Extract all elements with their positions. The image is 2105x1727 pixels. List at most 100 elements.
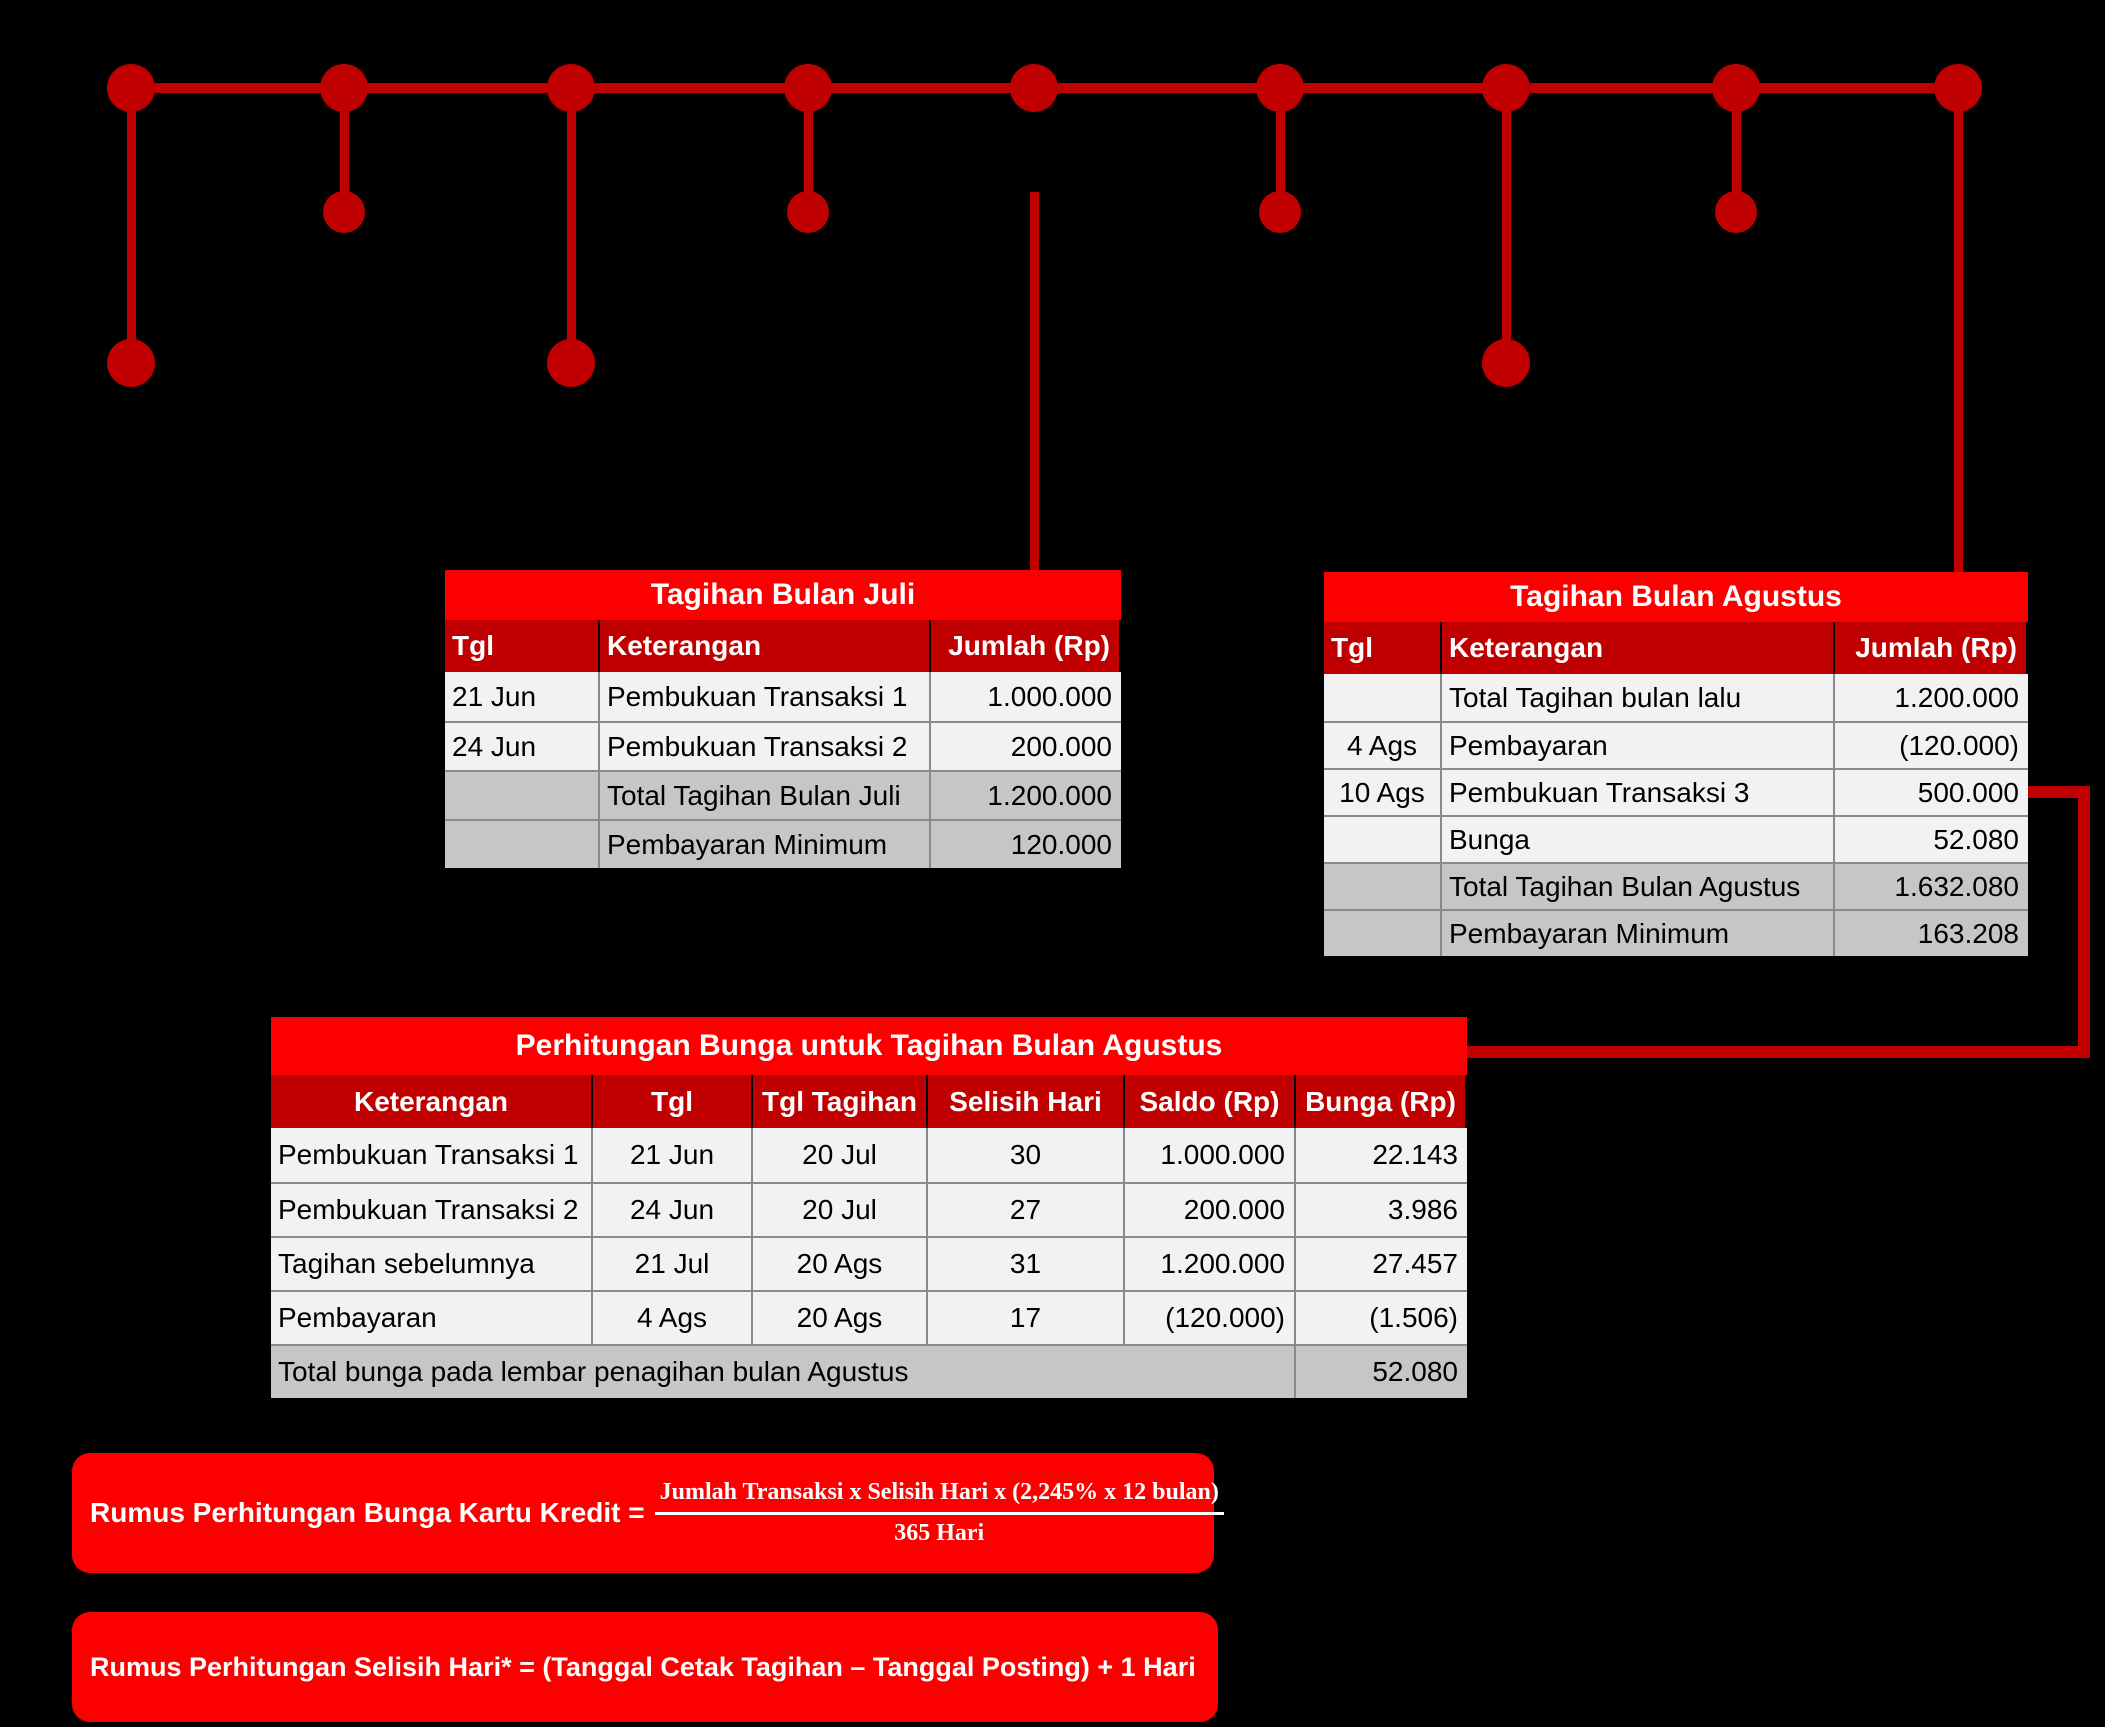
- table-perhitungan: Perhitungan Bunga untuk Tagihan Bulan Ag…: [271, 1017, 1467, 1398]
- column-header: Bunga (Rp): [1296, 1075, 1467, 1128]
- connector-vertical-segment: [2078, 786, 2090, 1058]
- table-cell: Tagihan sebelumnya: [271, 1238, 593, 1290]
- table-row: Total Tagihan Bulan Agustus 1.632.080: [1324, 862, 2028, 909]
- table-cell: (1.506): [1369, 1302, 1458, 1333]
- table-cell: Total Tagihan Bulan Juli: [600, 772, 931, 819]
- table-cell-empty: [445, 821, 600, 868]
- timeline-drop-line: [126, 88, 136, 363]
- timeline-drop-dot: [547, 339, 595, 387]
- timeline-drop-dot: [1259, 191, 1301, 233]
- table-cell: Pembukuan Transaksi 2: [271, 1184, 593, 1236]
- table-cell: 1.200.000: [987, 779, 1112, 811]
- table-cell: Pembayaran Minimum: [600, 821, 931, 868]
- table-row: Total Tagihan bulan lalu 1.200.000: [1324, 674, 2028, 721]
- formula-bunga-fraction: Jumlah Transaksi x Selisih Hari x (2,245…: [654, 1479, 1224, 1547]
- formula-box-bunga: Rumus Perhitungan Bunga Kartu Kredit = J…: [72, 1453, 1224, 1573]
- column-header: Jumlah (Rp): [1835, 622, 2028, 674]
- table-cell: Pembukuan Transaksi 2: [600, 723, 931, 770]
- table-cell: Total Tagihan bulan lalu: [1442, 674, 1835, 721]
- table-title: Tagihan Bulan Juli: [445, 570, 1121, 620]
- table-cell: Total Tagihan Bulan Agustus: [1442, 864, 1835, 909]
- table-cell: 17: [928, 1292, 1125, 1344]
- column-header: Tgl: [1324, 622, 1442, 674]
- table-cell: 27: [928, 1184, 1125, 1236]
- timeline-drop-dot: [1482, 339, 1530, 387]
- column-header: Keterangan: [1442, 622, 1835, 674]
- table-cell: 10 Ags: [1324, 770, 1442, 815]
- timeline-drop-dot: [323, 191, 365, 233]
- column-header: Selisih Hari: [928, 1075, 1125, 1128]
- table-cell: 24 Jun: [445, 723, 600, 770]
- table-cell: 1.200.000: [1125, 1238, 1296, 1290]
- table-cell: 52.080: [1372, 1356, 1458, 1387]
- table-cell: 4 Ags: [1324, 723, 1442, 768]
- timeline-drop-line: [1731, 88, 1741, 212]
- table-cell: 500.000: [1917, 776, 2019, 808]
- table-cell: Bunga: [1442, 817, 1835, 862]
- table-cell-empty: [1324, 911, 1442, 956]
- column-header: Tgl: [445, 620, 600, 672]
- table-cell: 21 Jul: [593, 1238, 753, 1290]
- table-cell-empty: [1324, 674, 1442, 721]
- table-cell: 20 Jul: [753, 1128, 928, 1182]
- timeline-drop-dot: [1715, 191, 1757, 233]
- timeline-node-dot: [1934, 64, 1982, 112]
- table-cell: 30: [928, 1128, 1125, 1182]
- table-cell: Pembayaran: [271, 1292, 593, 1344]
- table-cell-empty: [445, 772, 600, 819]
- timeline-drop-dot: [787, 191, 829, 233]
- timeline-drop-dot: [107, 339, 155, 387]
- table-cell: 24 Jun: [593, 1184, 753, 1236]
- column-header: Tgl: [593, 1075, 753, 1128]
- table-row: Pembayaran Minimum 120.000: [445, 819, 1121, 868]
- table-title: Perhitungan Bunga untuk Tagihan Bulan Ag…: [271, 1017, 1467, 1075]
- table-cell: 20 Jul: [753, 1184, 928, 1236]
- timeline-table-connector-line: [1029, 192, 1039, 570]
- table-cell: 120.000: [1010, 828, 1112, 860]
- table-cell: 1.200.000: [1894, 681, 2019, 713]
- table-cell: 200.000: [1125, 1184, 1296, 1236]
- table-cell-empty: [1324, 817, 1442, 862]
- timeline-drop-line: [1501, 88, 1511, 363]
- column-header: Keterangan: [600, 620, 931, 672]
- table-cell: 20 Ags: [753, 1238, 928, 1290]
- table-cell: 200.000: [1010, 730, 1112, 762]
- table-cell: 21 Jun: [445, 672, 600, 721]
- table-cell: 31: [928, 1238, 1125, 1290]
- table-cell: Pembukuan Transaksi 3: [1442, 770, 1835, 815]
- timeline-drop-line: [566, 88, 576, 363]
- table-cell: 1.000.000: [987, 680, 1112, 712]
- timeline-drop-line: [339, 88, 349, 212]
- table-cell: Pembukuan Transaksi 1: [271, 1128, 593, 1182]
- column-header: Tgl Tagihan: [753, 1075, 928, 1128]
- table-cell: 4 Ags: [593, 1292, 753, 1344]
- column-header: Keterangan: [271, 1075, 593, 1128]
- table-cell: 163.208: [1917, 917, 2019, 949]
- table-cell: 1.632.080: [1894, 870, 2019, 902]
- table-cell: Total bunga pada lembar penagihan bulan …: [271, 1346, 1296, 1398]
- connector-to-perhitungan-table: [1467, 1046, 2090, 1058]
- timeline-node-dot: [1010, 64, 1058, 112]
- table-cell: 22.143: [1372, 1139, 1458, 1170]
- table-cell: (120.000): [1125, 1292, 1296, 1344]
- table-cell: 27.457: [1372, 1248, 1458, 1279]
- billing-timeline: [0, 0, 2105, 600]
- column-header: Saldo (Rp): [1125, 1075, 1296, 1128]
- fraction-denominator: 365 Hari: [894, 1519, 985, 1546]
